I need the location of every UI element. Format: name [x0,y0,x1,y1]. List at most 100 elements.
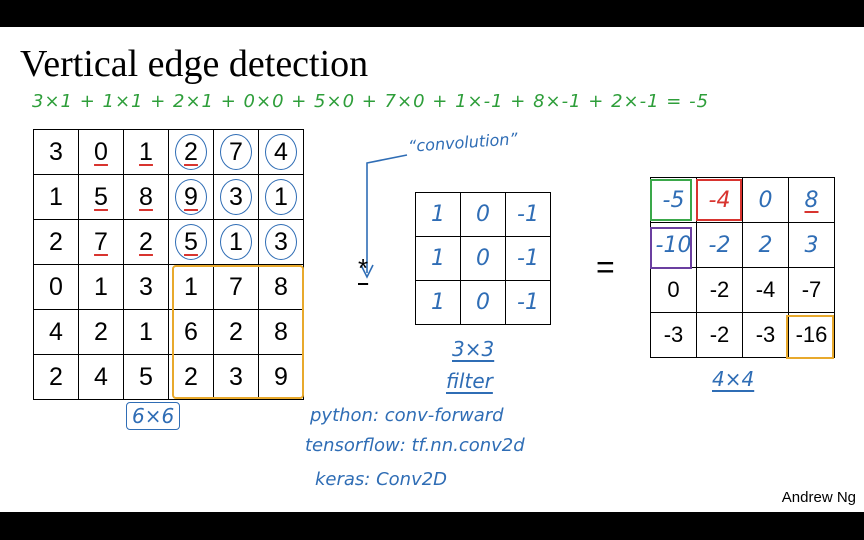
matrix-cell: 3 [123,264,169,310]
matrix-cell-value: 3 [265,224,297,260]
matrix-cell-value: 5 [94,182,108,211]
matrix-cell-value: 1 [139,317,153,346]
matrix-cell: -7 [788,267,835,313]
code-note-keras: keras: Conv2D [315,469,448,490]
matrix-cell: 7 [213,129,259,175]
matrix-cell-value: 0 [476,290,490,315]
matrix-cell-value: 2 [49,362,63,391]
matrix-cell: 0 [460,236,506,281]
matrix-cell-value: -4 [755,277,776,302]
matrix-cell: 0 [650,267,697,313]
matrix-cell-value: 5 [139,362,153,391]
output-size-label: 4×4 [712,367,755,391]
matrix-cell-value: 1 [431,290,445,315]
matrix-cell-value: 9 [274,362,288,391]
matrix-cell: 8 [788,177,835,223]
matrix-cell: 1 [415,280,461,325]
matrix-cell-value: 1 [220,224,252,260]
matrix-cell-value: -1 [517,202,539,227]
matrix-cell-value: -2 [708,233,731,258]
matrix-cell: -3 [650,312,697,358]
matrix-cell: -2 [696,312,743,358]
matrix-cell: 7 [213,264,259,310]
matrix-cell: 1 [258,174,304,220]
input-size-label: 6×6 [126,402,181,430]
matrix-cell: 7 [78,219,124,265]
equals-sign: = [596,249,615,285]
matrix-cell-value: 4 [265,134,297,170]
arrow-icon [360,154,408,279]
matrix-cell: -2 [696,267,743,313]
matrix-cell: 0 [33,264,79,310]
convolution-operator: * [358,253,369,283]
matrix-cell: 0 [460,280,506,325]
matrix-cell-value: 2 [139,227,153,256]
matrix-cell-value: 8 [274,317,288,346]
matrix-cell-value: 1 [184,272,198,301]
matrix-cell: 9 [258,354,304,400]
matrix-cell-value: 2 [175,134,207,170]
matrix-cell-value: -1 [517,290,539,315]
matrix-cell: -4 [742,267,789,313]
matrix-cell: -5 [650,177,697,223]
filter-size-label: 3×3 [452,337,495,361]
matrix-cell: 1 [168,264,214,310]
matrix-cell-value: 3 [220,179,252,215]
matrix-cell: -1 [505,236,551,281]
matrix-cell-value: -1 [517,246,539,271]
matrix-cell: -10 [650,222,697,268]
matrix-cell: 3 [788,222,835,268]
matrix-cell: 2 [742,222,789,268]
matrix-cell: -1 [505,192,551,237]
matrix-cell: 1 [123,309,169,355]
matrix-cell-value: 1 [94,272,108,301]
matrix-cell-value: 7 [94,227,108,256]
matrix-cell: 3 [213,354,259,400]
matrix-cell-value: 4 [49,317,63,346]
matrix-row: -3 -2 -3 -16 [650,312,835,358]
matrix-cell: 1 [123,129,169,175]
matrix-cell: 6 [168,309,214,355]
matrix-cell: -1 [505,280,551,325]
matrix-cell: -16 [788,312,835,358]
matrix-cell-value: 1 [139,137,153,166]
matrix-cell-value: 8 [804,188,819,213]
matrix-cell: 3 [258,219,304,265]
matrix-cell-value: 2 [758,233,773,258]
matrix-cell: 0 [78,129,124,175]
matrix-cell: 1 [213,219,259,265]
matrix-cell-value: 2 [94,317,108,346]
matrix-cell: 5 [78,174,124,220]
matrix-cell-value: 3 [139,272,153,301]
matrix-cell-value: -2 [709,322,730,347]
matrix-cell-value: -3 [755,322,776,347]
matrix-cell-value: -4 [708,188,731,213]
matrix-cell-value: -16 [795,322,828,347]
matrix-cell-value: 7 [220,134,252,170]
matrix-cell: 2 [168,354,214,400]
matrix-cell: -2 [696,222,743,268]
matrix-cell: 0 [742,177,789,223]
matrix-cell: 1 [415,192,461,237]
matrix-cell-value: 3 [229,362,243,391]
code-note-python: python: conv-forward [310,405,504,426]
slide-title: Vertical edge detection [20,43,369,85]
matrix-cell-value: 2 [49,227,63,256]
matrix-cell-value: 8 [274,272,288,301]
matrix-cell: 2 [213,309,259,355]
matrix-cell-value: 1 [431,246,445,271]
matrix-cell: -3 [742,312,789,358]
matrix-cell-value: 0 [476,202,490,227]
handwritten-equation: 3×1 + 1×1 + 2×1 + 0×0 + 5×0 + 7×0 + 1×-1… [32,91,710,112]
author-name: Andrew Ng [781,489,856,506]
lecture-slide: Vertical edge detection 3×1 + 1×1 + 2×1 … [0,27,864,512]
